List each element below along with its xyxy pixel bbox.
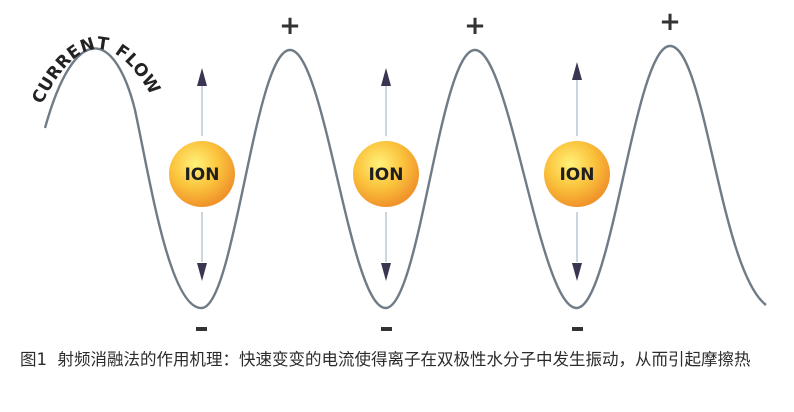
figure-number: 图1 <box>20 350 47 369</box>
arrow-down-icon <box>197 263 207 281</box>
minus-sign <box>572 327 583 331</box>
arrow-up-icon <box>381 68 391 86</box>
ion-label: ION <box>559 165 594 185</box>
plus-sign: + <box>659 7 681 37</box>
ion-sphere <box>353 141 419 207</box>
current-flow-diagram: CURRENT FLOW + + + ION ION ION <box>28 7 767 331</box>
current-flow-label: CURRENT FLOW <box>28 34 164 107</box>
ion-sphere <box>169 141 235 207</box>
arrow-down-icon <box>572 263 582 281</box>
current-wave <box>43 44 767 310</box>
minus-sign <box>196 327 207 331</box>
plus-sign: + <box>279 11 301 41</box>
arrow-up-icon <box>572 62 582 80</box>
ion-group: ION <box>353 68 419 281</box>
caption-text: 射频消融法的作用机理：快速变变的电流使得离子在双极性水分子中发生振动，从而引起摩… <box>57 350 751 369</box>
arrow-down-icon <box>381 263 391 281</box>
ion-group: ION <box>544 62 610 281</box>
ion-sphere <box>544 141 610 207</box>
plus-sign: + <box>464 11 486 41</box>
ion-label: ION <box>368 165 403 185</box>
ion-label: ION <box>184 165 219 185</box>
ion-group: ION <box>169 68 235 281</box>
arrow-up-icon <box>197 68 207 86</box>
figure-caption: 图1 射频消融法的作用机理：快速变变的电流使得离子在双极性水分子中发生振动，从而… <box>20 346 790 374</box>
minus-sign <box>381 327 392 331</box>
